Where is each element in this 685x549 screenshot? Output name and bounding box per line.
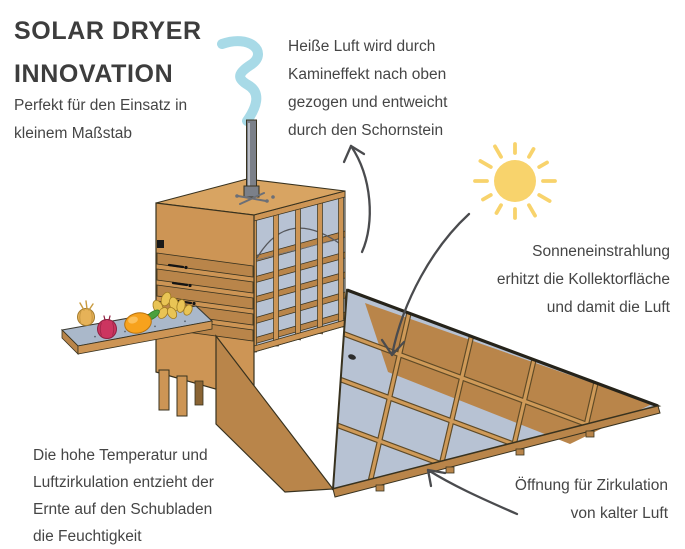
smoke-icon [217,36,263,126]
annotation-line: Luftzirkulation entzieht der [33,474,214,491]
arrow-up-chimney-icon [342,144,371,254]
cabinet-legs [158,369,204,417]
produce [77,291,193,339]
annotation-line: Öffnung für Zirkulation [514,477,668,494]
collector-latch-icon [348,354,356,360]
shelf-screws [94,320,186,338]
annotation-line: gezogen und entweicht [288,94,448,111]
annotation-cold-air-inlet: Öffnung für Zirkulation von kalter Luft [515,472,668,528]
arrow-cold-air-icon [426,468,519,516]
subtitle-line: Perfekt für den Einsatz in [14,97,188,114]
collector-floor [365,303,652,444]
annotation-line: Ernte auf den Schubladen [33,501,213,518]
latch-icon [157,240,164,248]
page-title: SOLAR DRYER INNOVATION [14,10,202,96]
collector-base-rail [332,405,661,498]
annotation-solar-radiation: Sonneneinstrahlung erhitzt die Kollektor… [497,238,670,322]
annotation-drying-drawers: Die hohe Temperatur und Luftzirkulation … [33,442,214,549]
annotation-line: und damit die Luft [546,299,670,316]
annotation-line: die Feuchtigkeit [33,528,142,545]
mango-icon [124,309,160,334]
dryer-cabinet [155,178,346,417]
collector-feet [375,430,595,492]
title-line: SOLAR DRYER [14,17,202,45]
page-subtitle: Perfekt für den Einsatz in kleinem Maßst… [14,92,187,148]
annotation-line: erhitzt die Kollektorfläche [496,271,670,288]
potatoes-icon [152,291,193,320]
chimney-bracket-icon [237,192,267,205]
annotation-line: durch den Schornstein [288,122,444,139]
arrow-sun-to-collector-icon [380,212,471,357]
annotation-chimney-effect: Heiße Luft wird durch Kamineffekt nach o… [288,33,447,145]
sun-icon [473,142,557,220]
annotation-line: Kamineffekt nach oben [288,66,447,83]
annotation-line: Heiße Luft wird durch [288,38,436,55]
chimney [235,119,275,205]
annotation-line: Die hohe Temperatur und [33,447,208,464]
red-onion-icon [97,315,117,339]
annotation-line: von kalter Luft [570,505,668,522]
flow-arrows [342,144,519,516]
onion-icon [77,300,95,326]
annotation-line: Sonneneinstrahlung [532,243,670,260]
collector-side-panel [215,334,335,493]
subtitle-line: kleinem Maßstab [14,125,133,142]
title-line: INNOVATION [14,60,174,88]
